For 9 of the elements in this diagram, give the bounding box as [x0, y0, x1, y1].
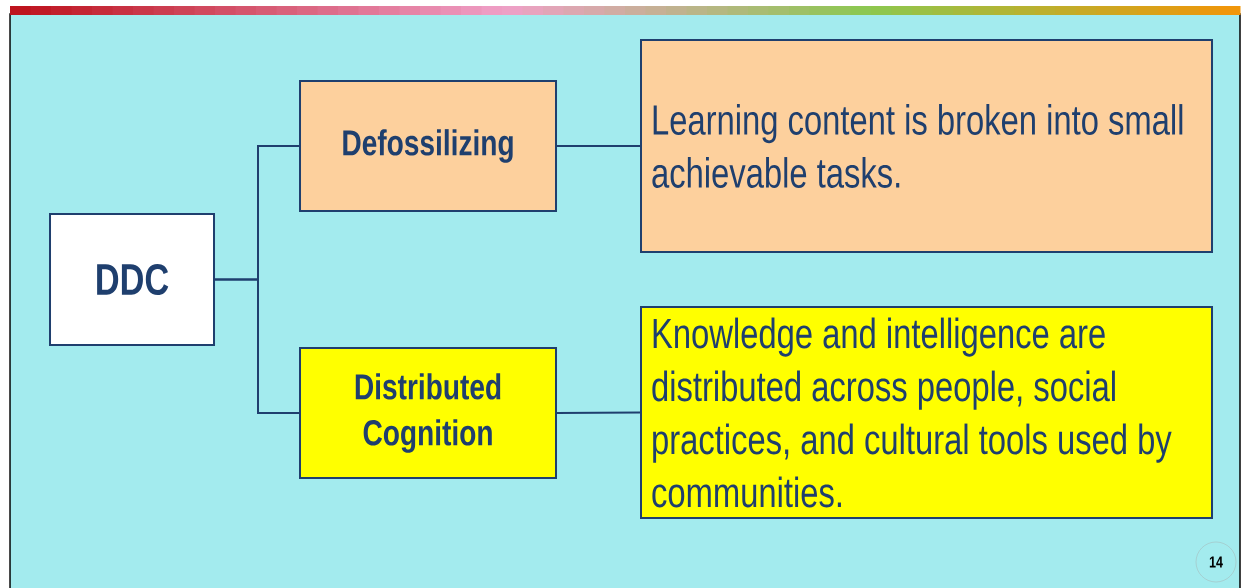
- label-box: Distributed Cognition: [299, 347, 557, 479]
- connector-line: [556, 145, 641, 147]
- text-box: Learning content is broken into small achievable tasks.: [640, 39, 1213, 253]
- label-box: DDC: [49, 213, 215, 346]
- connector-line: [214, 278, 300, 414]
- label-box: Defossilizing: [299, 80, 557, 212]
- text-box: Knowledge and intelligence are distributed across people, social practices, and cultural tools used by communities.: [640, 306, 1213, 519]
- connector-line: [556, 411, 641, 414]
- page-number: 14: [1195, 541, 1237, 583]
